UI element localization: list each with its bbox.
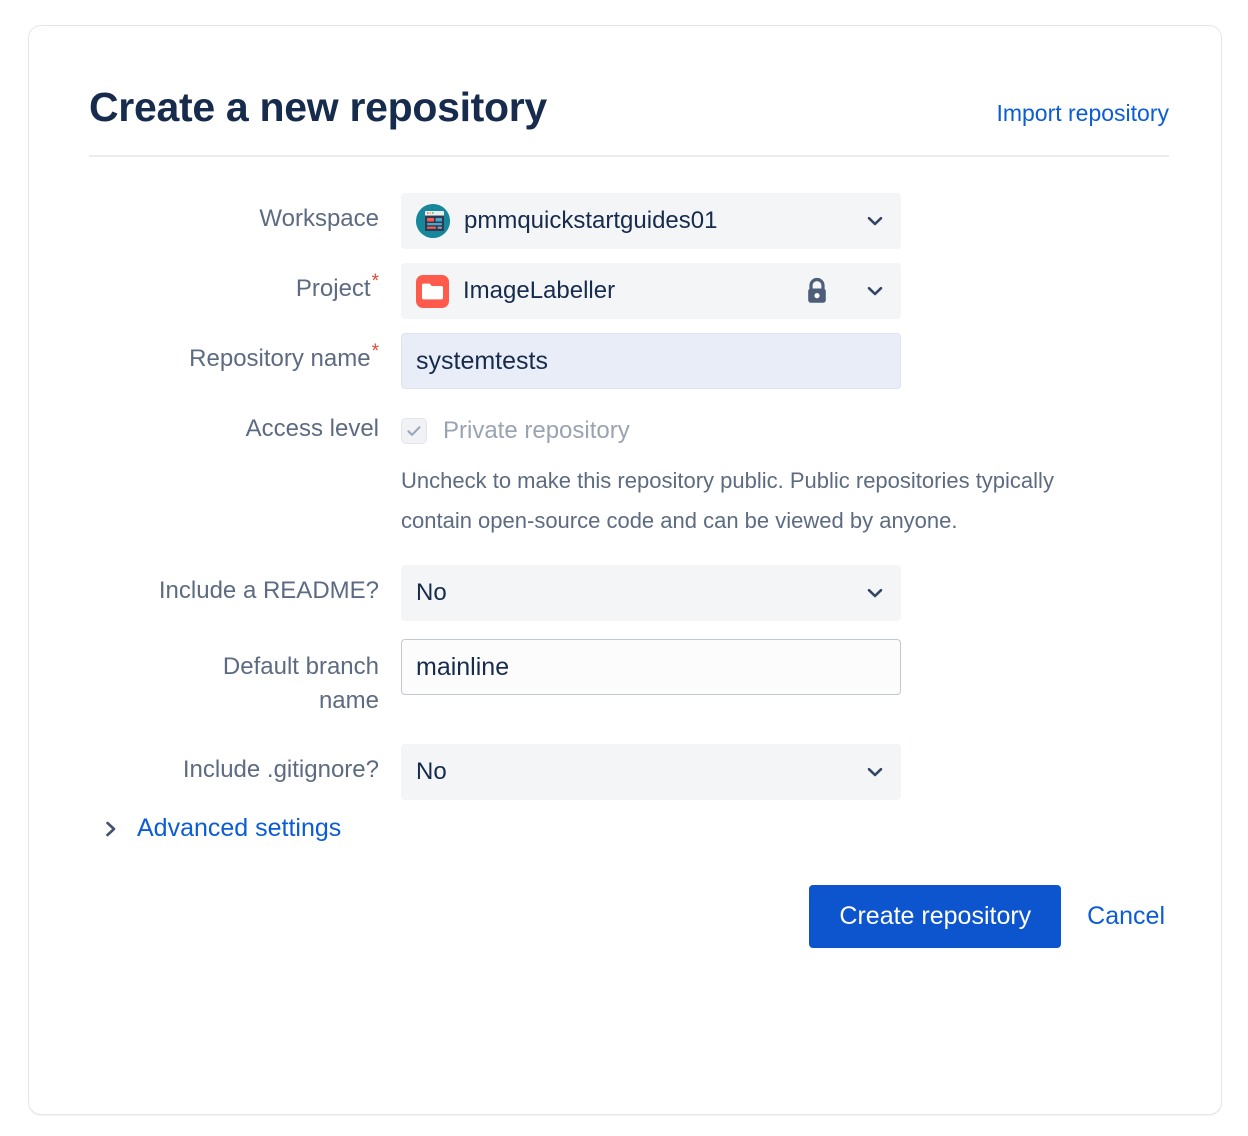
form-row-repository-name: Repository name*: [89, 333, 1169, 390]
chevron-down-icon: [864, 582, 886, 604]
required-marker: *: [371, 341, 379, 363]
workspace-label: Workspace: [259, 205, 379, 233]
advanced-settings-label: Advanced settings: [137, 814, 342, 843]
repository-name-input[interactable]: [401, 333, 901, 390]
create-repository-card: Create a new repository Import repositor…: [28, 25, 1222, 1115]
access-level-help-text: Uncheck to make this repository public. …: [401, 468, 1054, 534]
form-row-access-level: Access level Private repository Uncheck …: [89, 403, 1169, 541]
workspace-select[interactable]: pmmquickstartguides01: [401, 193, 901, 250]
form-row-project: Project* ImageLabeller: [89, 263, 1169, 320]
project-select[interactable]: ImageLabeller: [401, 263, 901, 320]
form-row-default-branch: Default branch name: [89, 639, 1169, 718]
include-readme-select[interactable]: No: [401, 565, 901, 622]
card-header: Create a new repository Import repositor…: [89, 84, 1169, 158]
default-branch-label: Default branch name: [89, 639, 401, 718]
required-marker: *: [371, 271, 379, 293]
form-actions: Create repository Cancel: [89, 885, 1169, 949]
default-branch-label-line1: Default branch: [222, 653, 379, 681]
include-gitignore-value: No: [416, 758, 447, 786]
repository-name-label: Repository name*: [89, 333, 401, 374]
workspace-avatar-icon: [416, 204, 450, 239]
include-readme-value: No: [416, 579, 447, 607]
private-repository-checkbox-row[interactable]: Private repository: [401, 403, 1169, 459]
include-gitignore-label: Include .gitignore?: [182, 756, 379, 784]
cancel-button[interactable]: Cancel: [1083, 902, 1169, 931]
project-folder-icon: [416, 274, 449, 308]
default-branch-label-line2: name: [318, 687, 379, 715]
project-label-text: Project: [295, 275, 371, 303]
form-row-include-gitignore: Include .gitignore? No: [89, 744, 1169, 801]
chevron-right-icon: [101, 819, 121, 839]
default-branch-input[interactable]: [401, 639, 901, 696]
create-repository-form: Workspace: [89, 193, 1169, 843]
access-level-label: Access level: [245, 415, 379, 443]
form-row-include-readme: Include a README? No: [89, 565, 1169, 622]
private-repository-checkbox[interactable]: [401, 418, 427, 445]
import-repository-link[interactable]: Import repository: [996, 100, 1169, 126]
project-label: Project*: [89, 263, 401, 304]
include-gitignore-select[interactable]: No: [401, 744, 901, 801]
repository-name-label-text: Repository name: [189, 345, 371, 373]
workspace-value: pmmquickstartguides01: [464, 207, 718, 235]
include-readme-label: Include a README?: [158, 577, 379, 605]
chevron-down-icon: [864, 210, 886, 232]
check-icon: [407, 426, 421, 436]
lock-icon: [804, 277, 830, 305]
chevron-down-icon: [864, 280, 886, 302]
form-row-workspace: Workspace: [89, 193, 1169, 250]
private-repository-label: Private repository: [443, 417, 630, 445]
advanced-settings-toggle[interactable]: Advanced settings: [101, 814, 341, 843]
project-value: ImageLabeller: [463, 277, 616, 305]
chevron-down-icon: [864, 761, 886, 783]
create-repository-button[interactable]: Create repository: [809, 885, 1062, 949]
page-title: Create a new repository: [89, 84, 547, 130]
card-content: Create a new repository Import repositor…: [89, 84, 1193, 1114]
